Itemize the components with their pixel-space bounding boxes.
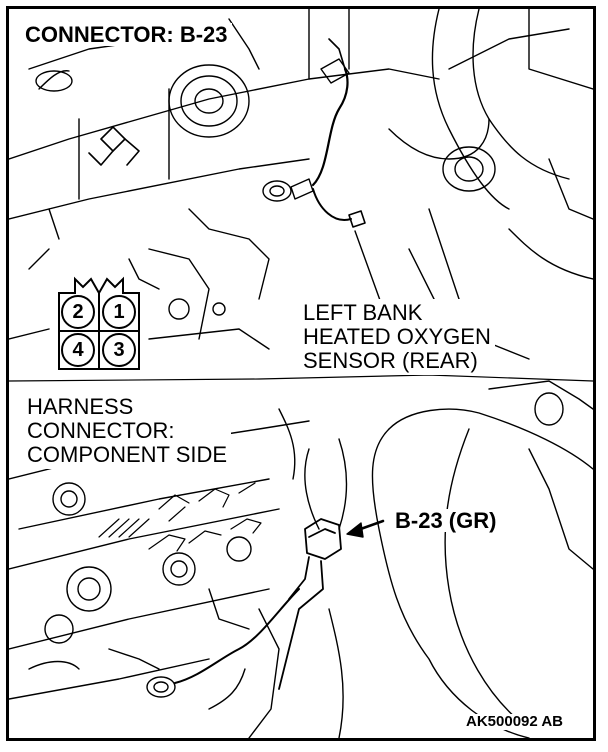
logo-mark <box>88 126 140 166</box>
connector-callout: B-23 (GR) <box>391 509 501 532</box>
harness-label-line-1: HARNESS <box>27 394 134 419</box>
harness-label-line-3: COMPONENT SIDE <box>27 442 228 467</box>
harness-label-line-2: CONNECTOR: <box>27 418 175 443</box>
sensor-label-line-3: SENSOR (REAR) <box>303 348 478 373</box>
sensor-label-line-1: LEFT BANK <box>303 300 423 325</box>
connector-b23 <box>278 518 342 690</box>
pin-1: 1 <box>102 295 136 329</box>
cover-lettering <box>98 482 262 552</box>
engine-line-art <box>9 9 593 738</box>
pin-3: 3 <box>102 333 136 367</box>
pin-4: 4 <box>61 333 95 367</box>
connector-housing-outline <box>58 276 140 370</box>
connector-pin-face: 2 1 4 3 <box>57 271 141 371</box>
harness-label: HARNESS CONNECTOR: COMPONENT SIDE <box>23 393 232 469</box>
bolt-heads <box>44 482 252 644</box>
diagram-frame: 2 1 4 3 CONNECTOR: B-23 LEFT BANK HEATED… <box>6 6 596 741</box>
figure-code: AK500092 AB <box>464 713 565 731</box>
sensor-label: LEFT BANK HEATED OXYGEN SENSOR (REAR) <box>299 299 495 375</box>
connector-title: CONNECTOR: B-23 <box>21 23 232 46</box>
sensor-label-line-2: HEATED OXYGEN <box>303 324 491 349</box>
pin-2: 2 <box>61 295 95 329</box>
